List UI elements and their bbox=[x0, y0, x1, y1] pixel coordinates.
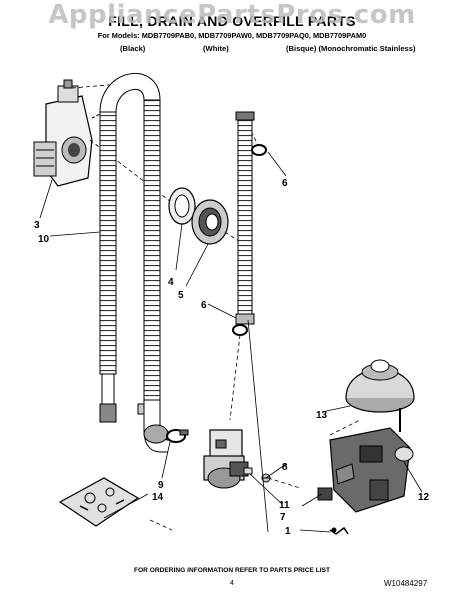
callout-label: 3 bbox=[34, 220, 40, 231]
connector-part bbox=[317, 487, 333, 501]
hose-clamp-part bbox=[166, 429, 189, 443]
float-part bbox=[345, 359, 415, 432]
air-gap-bracket-part bbox=[33, 79, 101, 187]
callout-label: 7 bbox=[280, 512, 286, 523]
small-clamp-upper-part bbox=[251, 144, 267, 156]
ordering-note: FOR ORDERING INFORMATION REFER TO PARTS … bbox=[134, 567, 330, 574]
callout-label: 5 bbox=[178, 290, 184, 301]
parts-kit-bag-part bbox=[58, 477, 140, 527]
variant-label-black: (Black) bbox=[120, 44, 146, 53]
drain-hose-part bbox=[99, 73, 169, 453]
callout-label: 4 bbox=[168, 277, 174, 288]
callout-label: 9 bbox=[158, 480, 164, 491]
seal-nut-part bbox=[191, 199, 229, 245]
callout-label: 14 bbox=[152, 492, 164, 503]
callout-label: 13 bbox=[316, 410, 328, 421]
callout-label: 6 bbox=[201, 300, 207, 311]
small-clamp-lower-part bbox=[232, 324, 248, 336]
water-valve-part bbox=[203, 429, 253, 489]
fill-hose-part bbox=[235, 111, 255, 325]
document-part-code: W10484297 bbox=[384, 579, 428, 588]
gasket-ring-part bbox=[168, 187, 196, 225]
variant-label-white: (White) bbox=[203, 44, 229, 53]
variant-label-bisque-stainless: (Bisque) (Monochromatic Stainless) bbox=[286, 44, 416, 53]
page-title: FILL, DRAIN AND OVERFILL PARTS bbox=[108, 13, 356, 29]
callout-label: 1 bbox=[285, 526, 291, 537]
callout-label: 12 bbox=[418, 492, 430, 503]
callout-labels: 6 3 10 4 5 6 8 13 9 14 11 12 7 1 bbox=[34, 178, 430, 537]
wire-clip-part bbox=[329, 526, 349, 535]
callout-leader-lines bbox=[39, 151, 423, 533]
page-number: 4 bbox=[230, 580, 234, 587]
callout-label: 8 bbox=[282, 462, 288, 473]
callout-label: 11 bbox=[279, 500, 290, 511]
models-line: For Models: MDB7709PAB0, MDB7709PAW0, MD… bbox=[97, 31, 367, 40]
callout-label: 10 bbox=[38, 234, 50, 245]
float-switch-bracket-part bbox=[329, 427, 414, 513]
callout-label: 6 bbox=[282, 178, 288, 189]
